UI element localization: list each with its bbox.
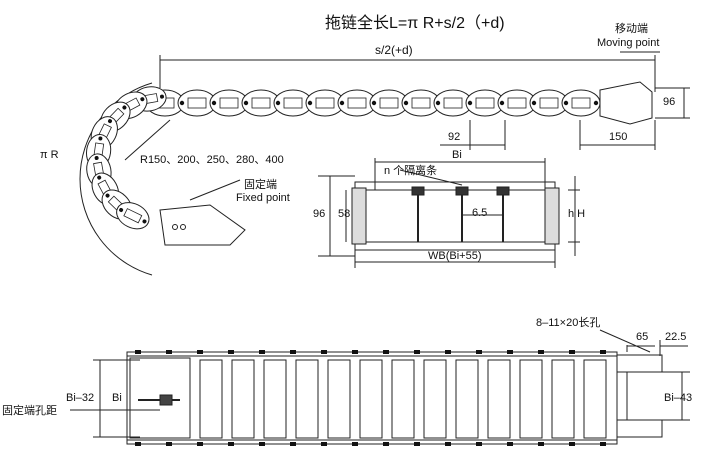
h-H-label: h H [568,208,586,220]
crossbar [295,359,319,439]
crossbar [231,359,255,439]
crossbar [519,359,543,439]
rail-stud [321,350,327,446]
radius-leader [124,119,171,161]
rail-stud [476,350,482,446]
moving-point-en-label: Moving point [597,37,660,49]
rail-stud [414,350,420,446]
chain-bend [85,86,167,230]
dim-150-label: 150 [609,131,628,143]
bottom-fixed-clamp [159,394,173,406]
rail-stud [600,350,606,446]
rail-stud [569,350,575,446]
pi-r-label: π R [40,149,59,161]
rail-stud [507,350,513,446]
slot-leader [599,329,651,353]
crossbar [359,359,383,439]
moving-point-cn-label: 移动端 [615,23,648,35]
moving-plate-bottom [616,419,663,438]
moving-end-bracket [599,81,653,125]
bottom-fixed-block [129,357,191,439]
separator-cap-3 [496,186,510,196]
rail-stud [228,350,234,446]
bottom-view [70,329,690,445]
section-left-link [351,187,367,245]
rail-stud [135,350,141,446]
chain-link [497,89,537,117]
crossbar [327,359,351,439]
fixed-bracket-hole-1 [172,224,178,230]
chain-link [116,202,150,230]
s2d-label: s/2(+d) [375,43,413,57]
crossbar [487,359,511,439]
rail-stud [352,350,358,446]
crossbar [583,359,607,439]
wb-label: WB(Bi+55) [428,250,482,262]
rail-stud [166,350,172,446]
section-inner-frame [364,189,546,243]
rail-stud [538,350,544,446]
fixed-point-en-label: Fixed point [236,192,290,204]
fixed-hole-pitch-label: 固定端孔距 [2,405,57,417]
bottom-crossbars [199,359,607,439]
dim-22-5-label: 22.5 [665,331,687,343]
chain-link [561,89,601,117]
dim-58-label: 58 [338,208,351,220]
bi-minus-43-label: Bi–43 [664,392,693,404]
fixed-bracket-hole-2 [180,224,186,230]
dim-65-label: 65 [636,331,649,343]
bottom-fixed-end [129,357,191,439]
rail-stud [290,350,296,446]
crossbar [391,359,415,439]
rail-stud [259,350,265,446]
crossbar [199,359,223,439]
fixed-end-bracket [159,204,246,246]
chain-length-formula: 拖链全长L=π R+s/2（+d) [325,15,505,32]
separator-cap-1 [411,186,425,196]
crossbar [551,359,575,439]
fixed-point-cn-label: 固定端 [244,179,277,191]
separators-label: n 个隔离条 [384,165,438,177]
separator-leader [399,169,463,186]
moving-plate-top [616,354,663,373]
chain-link [529,89,569,117]
crossbar [423,359,447,439]
section-right-link [544,187,560,245]
section-outer-frame [354,181,556,251]
bi-top-label: Bi [452,149,462,161]
cross-section-view [318,158,580,268]
dim-96-right-label: 96 [663,96,676,108]
dim-96-left-label: 96 [313,208,326,220]
dim-92-label: 92 [448,131,461,143]
radius-options-label: R150、200、250、280、400 [140,154,284,166]
slot-size-label: 8–11×20长孔 [536,317,601,329]
fixed-point-leader [189,179,241,201]
chain-upper-run [145,89,601,117]
dim-6-5-label: 6.5 [472,207,488,219]
separator-cap-2 [455,186,469,196]
rail-stud [383,350,389,446]
bi-bottom-label: Bi [112,392,122,404]
crossbar [455,359,479,439]
crossbar [263,359,287,439]
bi-minus-32-label: Bi–32 [66,392,95,404]
rail-stud [197,350,203,446]
chain-link [273,89,313,117]
bottom-rail-studs [135,350,606,446]
rail-stud [445,350,451,446]
